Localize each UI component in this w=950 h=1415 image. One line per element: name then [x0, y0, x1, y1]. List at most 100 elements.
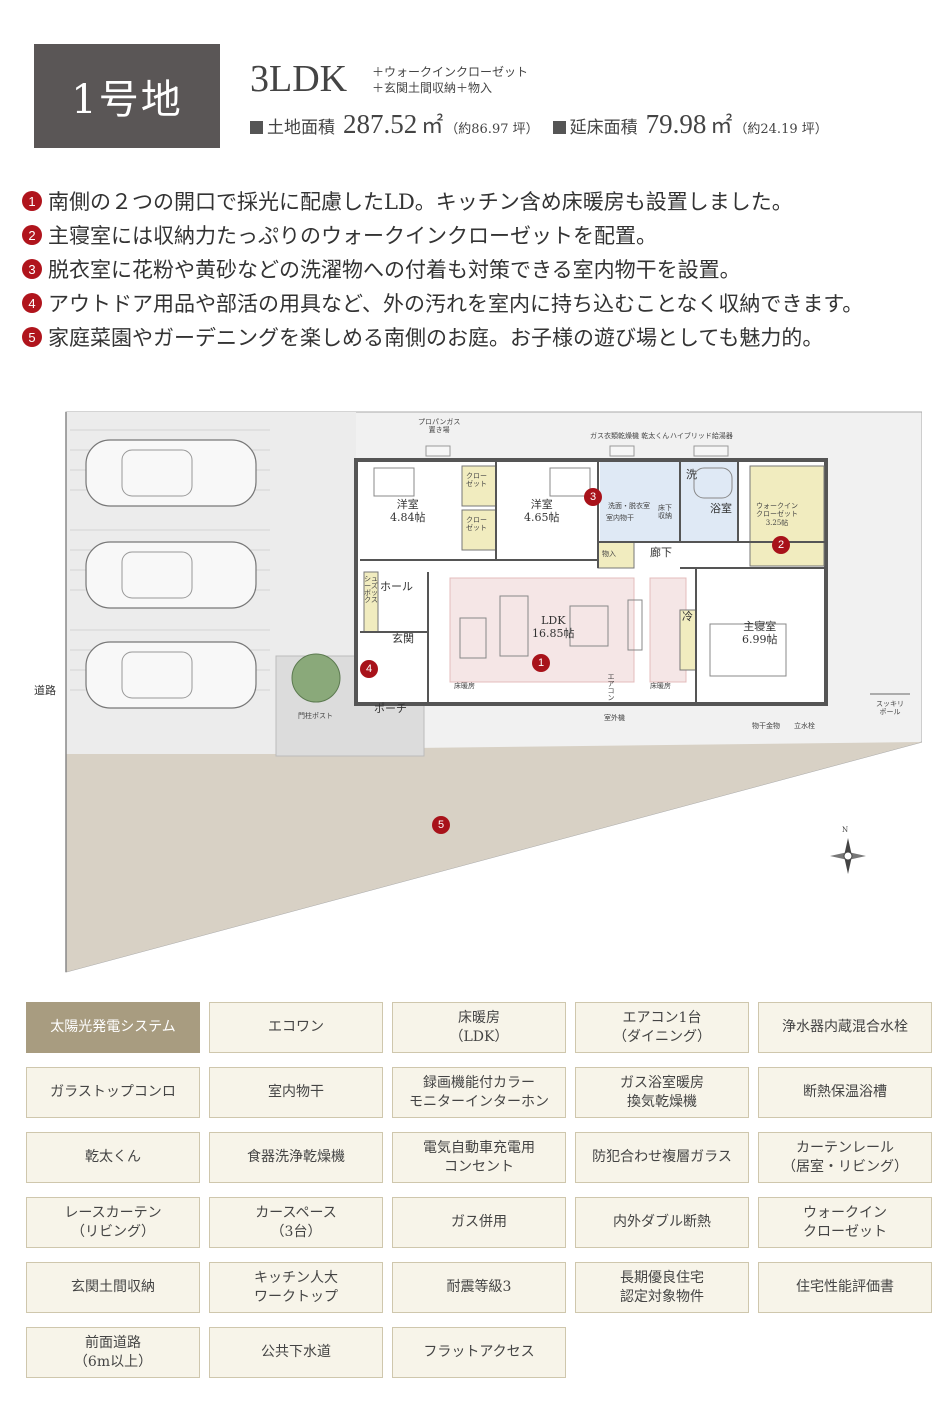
- feature-item: 2 主寝室には収納力たっぷりのウォークインクローゼットを配置。: [22, 218, 942, 252]
- feature-item: 3 脱衣室に花粉や黄砂などの洗濯物への付着も対策できる室内物干を設置。: [22, 252, 942, 286]
- corridor-label: 廊下: [650, 546, 672, 559]
- number-badge-icon: 2: [22, 225, 42, 245]
- equipment-item: 電気自動車充電用 コンセント: [392, 1132, 566, 1183]
- equipment-grid: 太陽光発電システム エコワン 床暖房 （LDK） エアコン1台 （ダイニング） …: [26, 1002, 944, 1378]
- square-bullet-icon: [250, 121, 263, 134]
- equipment-item: 玄関土間収納: [26, 1262, 200, 1313]
- floor-plan: 道路 プロパンガス 置き場 ガス衣類乾燥機 乾太くん ハイブリッド給湯器 洋室 …: [30, 410, 922, 975]
- equipment-item: 浄水器内蔵混合水栓: [758, 1002, 932, 1053]
- floor-area-tsubo: （約24.19 坪）: [734, 122, 828, 137]
- pole-label: スッキリ ポール: [876, 700, 904, 717]
- aircon-label: エアコン: [607, 673, 615, 702]
- outdoor-unit-label: 室外機: [604, 714, 625, 722]
- feature-text: アウトドア用品や部活の用具など、外の汚れを室内に持ち込むことなく収納できます。: [48, 292, 864, 316]
- hanger-label: 物干金物: [752, 722, 780, 730]
- equipment-item: 太陽光発電システム: [26, 1002, 200, 1053]
- road-label: 道路: [34, 684, 56, 697]
- room2-label: 洋室 4.65帖: [524, 498, 560, 525]
- kantakun-label: ガス衣類乾燥機 乾太くん: [590, 432, 670, 440]
- feature-text: 家庭菜園やガーデニングを楽しめる南側のお庭。お子様の遊び場としても魅力的。: [48, 326, 824, 350]
- compass-icon: N: [828, 826, 868, 876]
- land-area-label: 土地面積: [267, 118, 335, 138]
- master-bedroom-label: 主寝室 6.99帖: [742, 620, 778, 647]
- hybrid-water-heater-label: ハイブリッド給湯器: [670, 432, 733, 440]
- equipment-item: 録画機能付カラー モニターインターホン: [392, 1067, 566, 1118]
- number-badge-icon: 1: [22, 191, 42, 211]
- square-bullet-icon: [552, 121, 566, 134]
- feature-text: 南側の２つの開口で採光に配慮したLD。キッチン含め床暖房も設置しました。: [48, 190, 793, 214]
- plan-marker-4: 4: [360, 660, 378, 678]
- land-area-value: 287.52: [343, 109, 418, 139]
- entrance-label: 玄関: [392, 632, 414, 645]
- number-badge-icon: 5: [22, 327, 42, 347]
- storage-label: 物入: [602, 550, 616, 558]
- floor-heating-label: 床暖房: [454, 682, 475, 690]
- lot-number-badge: 1号地: [34, 44, 220, 148]
- closet1-label: クロー ゼット: [466, 472, 487, 489]
- compass-north-label: N: [842, 826, 849, 834]
- equipment-item: 乾太くん: [26, 1132, 200, 1183]
- equipment-item: カーテンレール （居室・リビング）: [758, 1132, 932, 1183]
- equipment-item: 内外ダブル断熱: [575, 1197, 749, 1248]
- faucet-label: 立水栓: [794, 722, 815, 730]
- plan-marker-1: 1: [532, 654, 550, 672]
- equipment-item: 住宅性能評価書: [758, 1262, 932, 1313]
- floor-heating-label: 床暖房: [650, 682, 671, 690]
- equipment-item: エコワン: [209, 1002, 383, 1053]
- floor-area-label: 延床面積: [569, 118, 638, 138]
- equipment-item: 耐震等級3: [392, 1262, 566, 1313]
- floor-area-unit: ㎡: [710, 114, 733, 139]
- number-badge-icon: 3: [22, 259, 42, 279]
- washing-machine-label: 洗: [686, 468, 697, 481]
- equipment-item: 室内物干: [209, 1067, 383, 1118]
- equipment-item: レースカーテン （リビング）: [26, 1197, 200, 1248]
- land-area-tsubo: （約86.97 坪）: [445, 122, 539, 137]
- equipment-item: カースペース （3台）: [209, 1197, 383, 1248]
- equipment-item: 食器洗浄乾燥機: [209, 1132, 383, 1183]
- number-badge-icon: 4: [22, 293, 42, 313]
- feature-text: 脱衣室に花粉や黄砂などの洗濯物への付着も対策できる室内物干を設置。: [48, 258, 741, 282]
- area-summary: 土地面積 287.52 ㎡ （約86.97 坪） 延床面積 79.98 ㎡ （約…: [250, 108, 828, 140]
- closet2-label: クロー ゼット: [466, 516, 487, 533]
- equipment-item: 前面道路 （6m以上）: [26, 1327, 200, 1378]
- walkin-closet-label: ウォークイン クローゼット 3.25帖: [756, 502, 798, 527]
- porch-label: ポーチ: [374, 702, 407, 715]
- hall-label: ホール: [380, 580, 413, 593]
- equipment-item: ウォークイン クローゼット: [758, 1197, 932, 1248]
- washroom-label: 洗面・脱衣室: [608, 502, 650, 510]
- equipment-item: 長期優良住宅 認定対象物件: [575, 1262, 749, 1313]
- fridge-label: 冷: [682, 610, 693, 623]
- propane-storage-label: プロパンガス 置き場: [418, 418, 461, 435]
- equipment-item: キッチン人大 ワークトップ: [209, 1262, 383, 1313]
- equipment-item: ガス併用: [392, 1197, 566, 1248]
- feature-item: 5 家庭菜園やガーデニングを楽しめる南側のお庭。お子様の遊び場としても魅力的。: [22, 320, 942, 354]
- feature-item: 1 南側の２つの開口で採光に配慮したLD。キッチン含め床暖房も設置しました。: [22, 184, 942, 218]
- plan-extras: ＋ウォークインクローゼット ＋玄関土間収納＋物入: [372, 64, 528, 96]
- feature-item: 4 アウトドア用品や部活の用具など、外の汚れを室内に持ち込むことなく収納できます。: [22, 286, 942, 320]
- ldk-label: LDK 16.85帖: [532, 614, 575, 641]
- equipment-item: ガラストップコンロ: [26, 1067, 200, 1118]
- equipment-item: ガス浴室暖房 換気乾燥機: [575, 1067, 749, 1118]
- plan-marker-3: 3: [584, 488, 602, 506]
- lot-number: 1号地: [71, 77, 183, 123]
- floor-plan-drawing: [65, 411, 922, 973]
- indoor-drying-label: 室内物干: [606, 514, 634, 522]
- plan-type: 3LDK: [250, 58, 348, 100]
- land-area-unit: ㎡: [421, 114, 444, 139]
- equipment-item: フラットアクセス: [392, 1327, 566, 1378]
- bathroom-label: 浴室: [710, 502, 732, 515]
- mailbox-label: 門柱ポスト: [298, 712, 333, 720]
- feature-text: 主寝室には収納力たっぷりのウォークインクローゼットを配置。: [48, 224, 657, 248]
- equipment-item: 防犯合わせ複層ガラス: [575, 1132, 749, 1183]
- plan-marker-2: 2: [772, 536, 790, 554]
- equipment-item: エアコン1台 （ダイニング）: [575, 1002, 749, 1053]
- plan-marker-5: 5: [432, 816, 450, 834]
- equipment-item: 公共下水道: [209, 1327, 383, 1378]
- plan-extras-line2: ＋玄関土間収納＋物入: [372, 81, 493, 95]
- under-floor-storage-label: 床下 収納: [658, 504, 672, 521]
- shoebox-label: シューズボックス: [364, 575, 378, 604]
- room1-label: 洋室 4.84帖: [390, 498, 426, 525]
- equipment-item: 床暖房 （LDK）: [392, 1002, 566, 1053]
- plan-extras-line1: ＋ウォークインクローゼット: [372, 65, 529, 79]
